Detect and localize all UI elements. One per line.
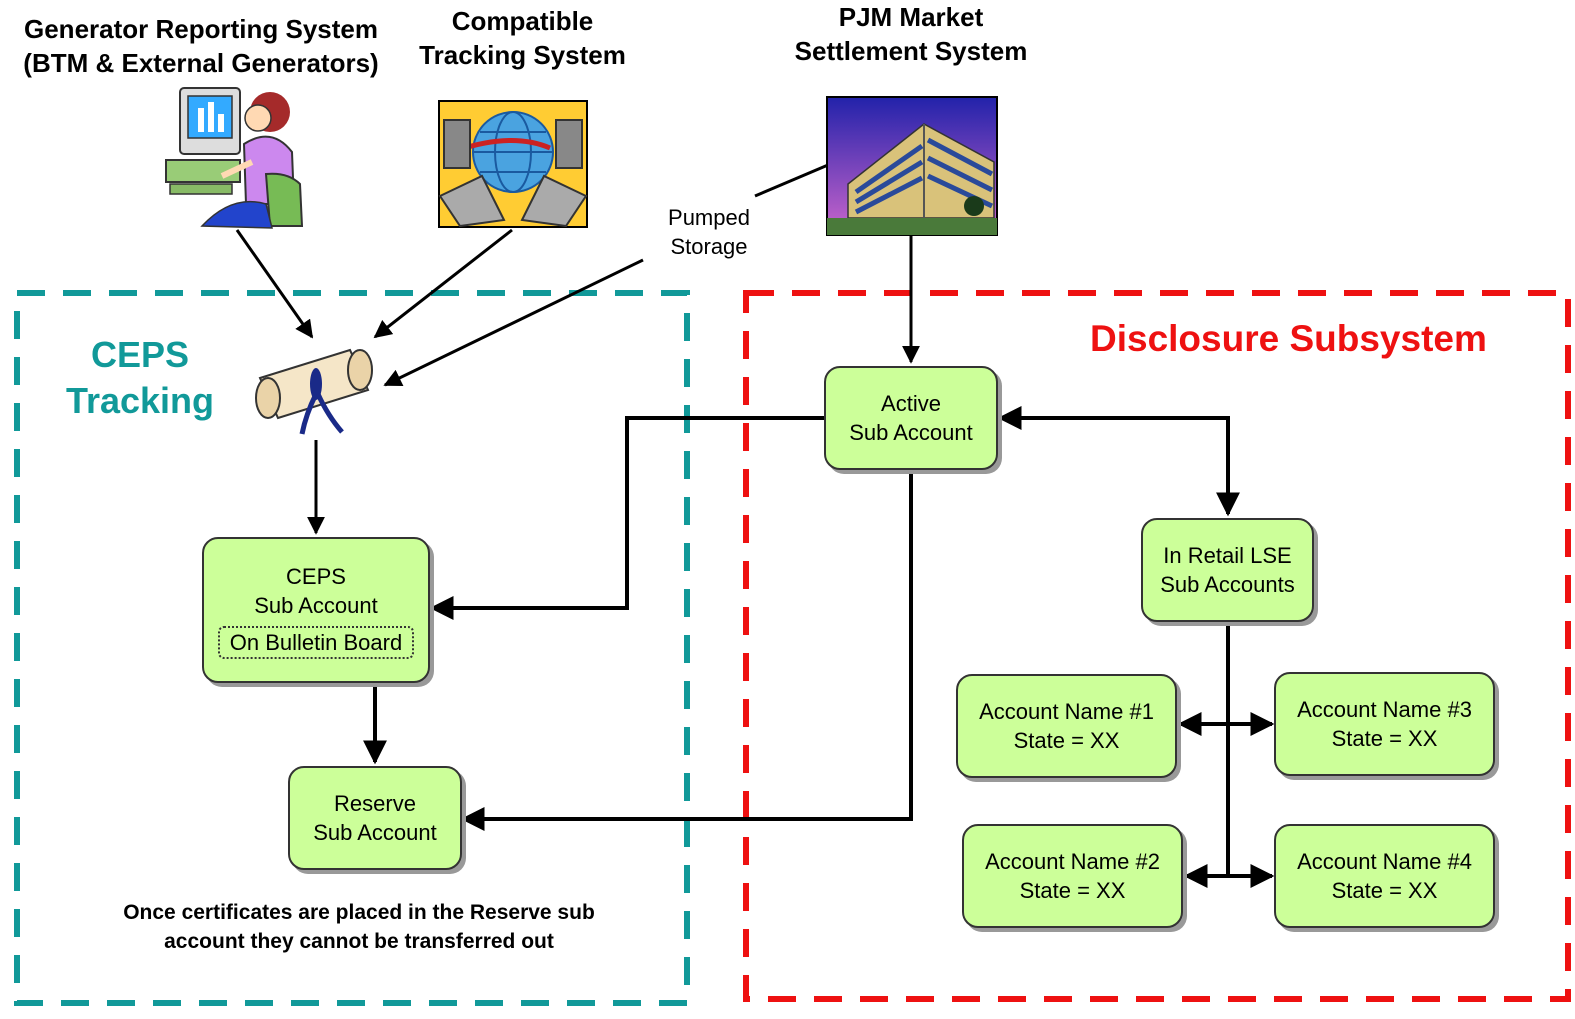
arrow-compatible-to-certificate <box>373 228 513 339</box>
ceps-sub-account[interactable]: CEPS Sub Account On Bulletin Board <box>202 537 430 683</box>
arrow-active-to-ceps-sub <box>429 416 824 620</box>
bulletin-board-tag: On Bulletin Board <box>217 625 415 659</box>
ceps-tracking-title: CEPS Tracking <box>40 332 240 424</box>
retail-lse-sub-accounts[interactable]: In Retail LSE Sub Accounts <box>1141 518 1314 622</box>
account-name-2[interactable]: Account Name #2 State = XX <box>962 824 1183 928</box>
ceps-region-border <box>14 290 690 1006</box>
reserve-sub-account-line1: Reserve <box>334 791 416 816</box>
compatible-system-title: Compatible Tracking System <box>405 4 640 72</box>
disclosure-region-border <box>743 290 1571 1002</box>
generator-system-title: Generator Reporting System (BTM & Extern… <box>6 12 396 80</box>
arrow-generator-to-certificate <box>235 229 314 339</box>
generator-system-title-line1: Generator Reporting System <box>24 14 378 44</box>
pumped-storage-line1: Pumped <box>668 205 750 230</box>
person-at-computer-icon <box>165 87 304 229</box>
ceps-sub-account-line2: Sub Account <box>254 592 378 618</box>
reserve-sub-account[interactable]: Reserve Sub Account <box>288 766 462 870</box>
ceps-sub-account-line1: CEPS <box>286 563 346 589</box>
account-name-2-line1: Account Name #2 <box>985 849 1160 874</box>
compatible-system-title-line2: Tracking System <box>419 40 626 70</box>
active-sub-account-line1: Active <box>881 391 941 416</box>
pjm-system-title-line2: Settlement System <box>794 36 1028 66</box>
account-name-4-line2: State = XX <box>1331 878 1438 903</box>
generator-system-title-line2: (BTM & External Generators) <box>23 48 379 78</box>
arrow-active-retail-bidirectional <box>997 406 1240 517</box>
reserve-sub-account-line2: Sub Account <box>313 820 437 845</box>
arrow-active-to-reserve <box>460 470 913 831</box>
scroll-certificate-icon <box>255 348 373 435</box>
account-name-3[interactable]: Account Name #3 State = XX <box>1274 672 1495 776</box>
retail-lse-line2: Sub Accounts <box>1160 572 1295 597</box>
ceps-tracking-title-line2: Tracking <box>65 380 215 421</box>
office-building-icon <box>826 96 998 236</box>
globe-computers-icon <box>438 100 588 228</box>
pjm-system-title-line1: PJM Market <box>838 2 984 32</box>
disclosure-subsystem-title: Disclosure Subsystem <box>1090 318 1487 359</box>
account-name-1-line2: State = XX <box>1013 728 1120 753</box>
account-name-1[interactable]: Account Name #1 State = XX <box>956 674 1177 778</box>
account-name-4-line1: Account Name #4 <box>1297 849 1472 874</box>
arrow-pumped-storage-to-certificate <box>383 258 644 387</box>
ceps-tracking-title-line1: CEPS <box>90 334 190 375</box>
reserve-transfer-note: Once certificates are placed in the Rese… <box>60 898 658 956</box>
account-name-3-line2: State = XX <box>1331 726 1438 751</box>
retail-lse-line1: In Retail LSE <box>1163 543 1292 568</box>
account-name-4[interactable]: Account Name #4 State = XX <box>1274 824 1495 928</box>
active-sub-account[interactable]: Active Sub Account <box>824 366 998 470</box>
reserve-transfer-note-line2: account they cannot be transferred out <box>164 930 554 953</box>
pumped-storage-leader <box>754 163 829 198</box>
compatible-system-title-line1: Compatible <box>451 6 594 36</box>
account-name-1-line1: Account Name #1 <box>979 699 1154 724</box>
account-name-2-line2: State = XX <box>1019 878 1126 903</box>
reserve-transfer-note-line1: Once certificates are placed in the Rese… <box>123 901 595 924</box>
pumped-storage-line2: Storage <box>670 234 748 259</box>
active-sub-account-line2: Sub Account <box>849 420 973 445</box>
pumped-storage-label: Pumped Storage <box>650 203 768 261</box>
pjm-system-title: PJM Market Settlement System <box>780 0 1042 68</box>
account-name-3-line1: Account Name #3 <box>1297 697 1472 722</box>
